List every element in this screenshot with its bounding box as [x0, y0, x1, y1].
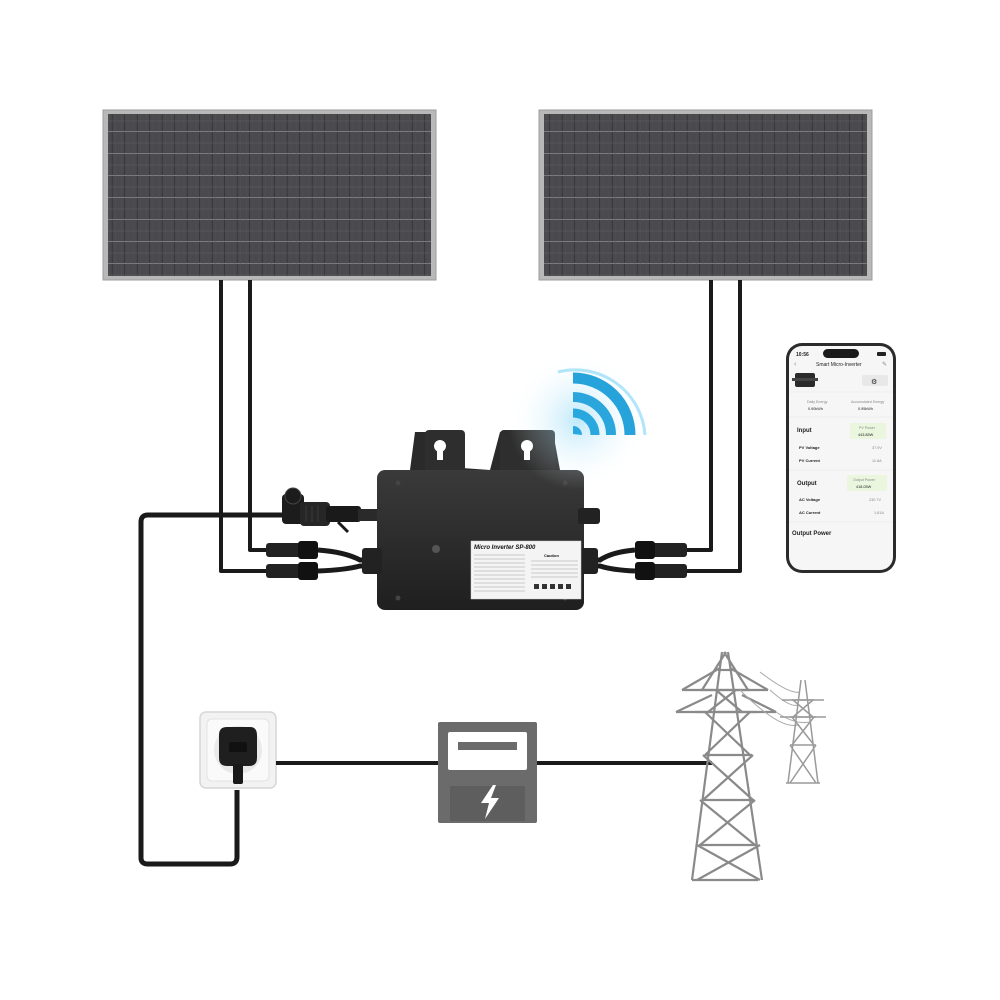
ac-cable [138, 512, 285, 867]
wall-socket [199, 711, 277, 789]
phone-ac-current-label: AC Current [799, 510, 821, 515]
phone-pv-current-label: PV Current [799, 458, 821, 463]
phone-settings-icon[interactable]: ⚙ [871, 378, 877, 386]
phone-back-icon[interactable]: ‹ [794, 361, 797, 368]
phone-app-title: Smart Micro-Inverter [816, 362, 862, 368]
ac-connector [282, 487, 378, 534]
phone-ac-voltage-label: AC Voltage [799, 497, 821, 502]
phone-input-title: Input [797, 428, 812, 434]
phone-daily-energy-label: Daily Energy [807, 400, 828, 404]
solar-panel-left [102, 109, 437, 281]
dc-cables-left [219, 280, 268, 573]
smartphone: 10:56 ‹ Smart Micro-Inverter ✎ ⚙ Daily E… [786, 343, 896, 573]
inverter-caution-label: Caution [544, 553, 559, 558]
phone-pv-voltage-value: 37.9V [872, 446, 882, 450]
mc4-connector-left [266, 541, 378, 580]
phone-pv-power-label: PV Power [859, 426, 876, 430]
power-tower-near [675, 651, 777, 882]
power-tower-far [780, 679, 826, 784]
dc-cables-right [685, 280, 742, 573]
power-lines [739, 671, 811, 727]
phone-output-power-section: Output Power [792, 531, 832, 537]
phone-pv-power-value: 443.85W [858, 433, 874, 437]
wifi-icon [508, 350, 648, 490]
phone-pv-current-value: 11.8A [872, 459, 882, 463]
phone-pv-voltage-label: PV Voltage [799, 445, 820, 450]
lightning-bolt-icon [481, 785, 499, 819]
phone-edit-icon[interactable]: ✎ [882, 361, 887, 368]
phone-ac-current-value: 1.81A [874, 511, 884, 515]
phone-accumulated-energy-value: 0.95kWh [858, 407, 873, 411]
energy-meter [438, 722, 537, 823]
inverter-model-label: Micro Inverter SP-800 [474, 545, 536, 551]
inverter-label: Micro Inverter SP-800 Caution [470, 540, 582, 600]
phone-output-power-chip-label: Output Power [853, 478, 876, 482]
phone-output-title: Output [797, 481, 817, 487]
mc4-connector-right [583, 541, 687, 580]
phone-accumulated-energy-label: Accumulated Energy [851, 400, 884, 404]
phone-daily-energy-value: 0.90kWh [808, 407, 823, 411]
phone-output-power-chip-value: 418.05W [856, 485, 872, 489]
solar-panel-right [538, 109, 873, 281]
phone-ac-voltage-value: 230.7V [869, 498, 882, 502]
phone-status-time: 10:56 [796, 352, 809, 358]
